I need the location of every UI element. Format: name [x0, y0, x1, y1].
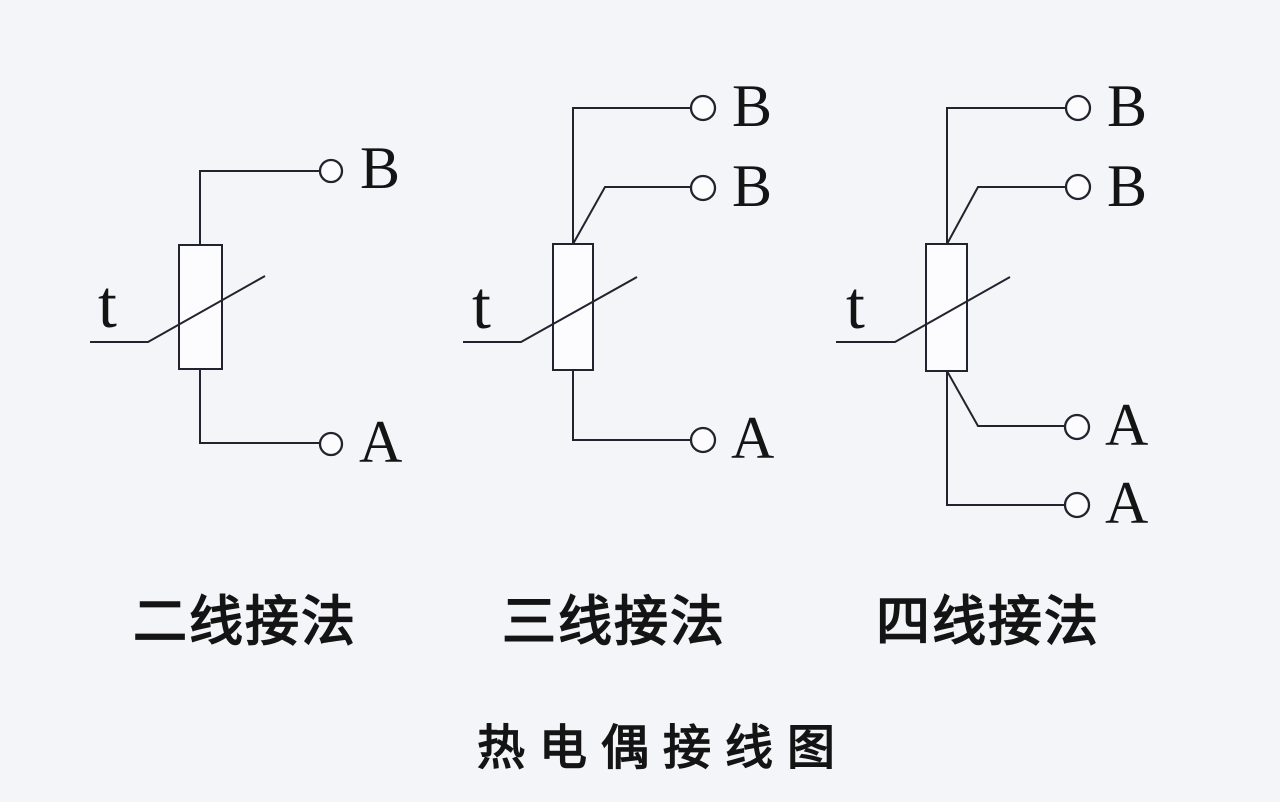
terminal-label-b: B	[360, 135, 400, 201]
sensor-body	[178, 244, 223, 370]
terminal-label-a: A	[359, 409, 402, 475]
terminal-label-b2: B	[1107, 153, 1147, 219]
sensor-diagonal	[463, 276, 638, 343]
terminal-circle-b1	[689, 94, 717, 122]
four-wire-diagram: B B t A A 四线接法	[836, 73, 1148, 652]
sensor-diagonal	[836, 276, 1011, 343]
terminal-label-b1: B	[732, 73, 772, 139]
sensor-body	[552, 243, 594, 371]
wire-to-terminal-b	[199, 170, 320, 245]
three-wire-diagram: B B t A 三线接法	[463, 73, 774, 652]
terminal-label-a2: A	[1105, 470, 1148, 536]
wire-to-terminal-a1	[946, 370, 1065, 427]
diagram-title: 热电偶接线图	[477, 722, 849, 775]
sensor-label: t	[846, 267, 865, 343]
terminal-circle-b2	[1064, 173, 1092, 201]
terminal-label-a1: A	[1105, 392, 1148, 458]
terminal-circle-b1	[1064, 94, 1092, 122]
terminal-label-b2: B	[732, 153, 772, 219]
diagram-caption: 四线接法	[876, 592, 1100, 652]
terminal-label-a: A	[731, 405, 774, 471]
diagram-caption: 二线接法	[133, 592, 357, 652]
terminal-circle-a1	[1063, 413, 1091, 441]
terminal-circle-b2	[689, 174, 717, 202]
sensor-diagonal	[90, 275, 266, 343]
wire-to-terminal-b2	[946, 186, 1066, 245]
wire-to-terminal-a2	[946, 371, 1065, 506]
wire-to-terminal-a	[572, 370, 691, 441]
sensor-body	[925, 243, 968, 372]
sensor-label: t	[472, 267, 491, 343]
terminal-circle-a	[318, 431, 344, 457]
terminal-circle-a	[689, 426, 717, 454]
wire-to-terminal-b1	[572, 107, 691, 245]
wire-to-terminal-b2	[572, 186, 691, 245]
diagram-caption: 三线接法	[502, 592, 726, 652]
terminal-label-b1: B	[1107, 73, 1147, 139]
terminal-circle-b	[318, 158, 344, 184]
wire-to-terminal-b1	[946, 107, 1066, 245]
two-wire-diagram: B t A 二线接法	[90, 135, 402, 652]
wire-to-terminal-a	[199, 369, 320, 444]
sensor-label: t	[98, 266, 117, 342]
terminal-circle-a2	[1063, 491, 1091, 519]
